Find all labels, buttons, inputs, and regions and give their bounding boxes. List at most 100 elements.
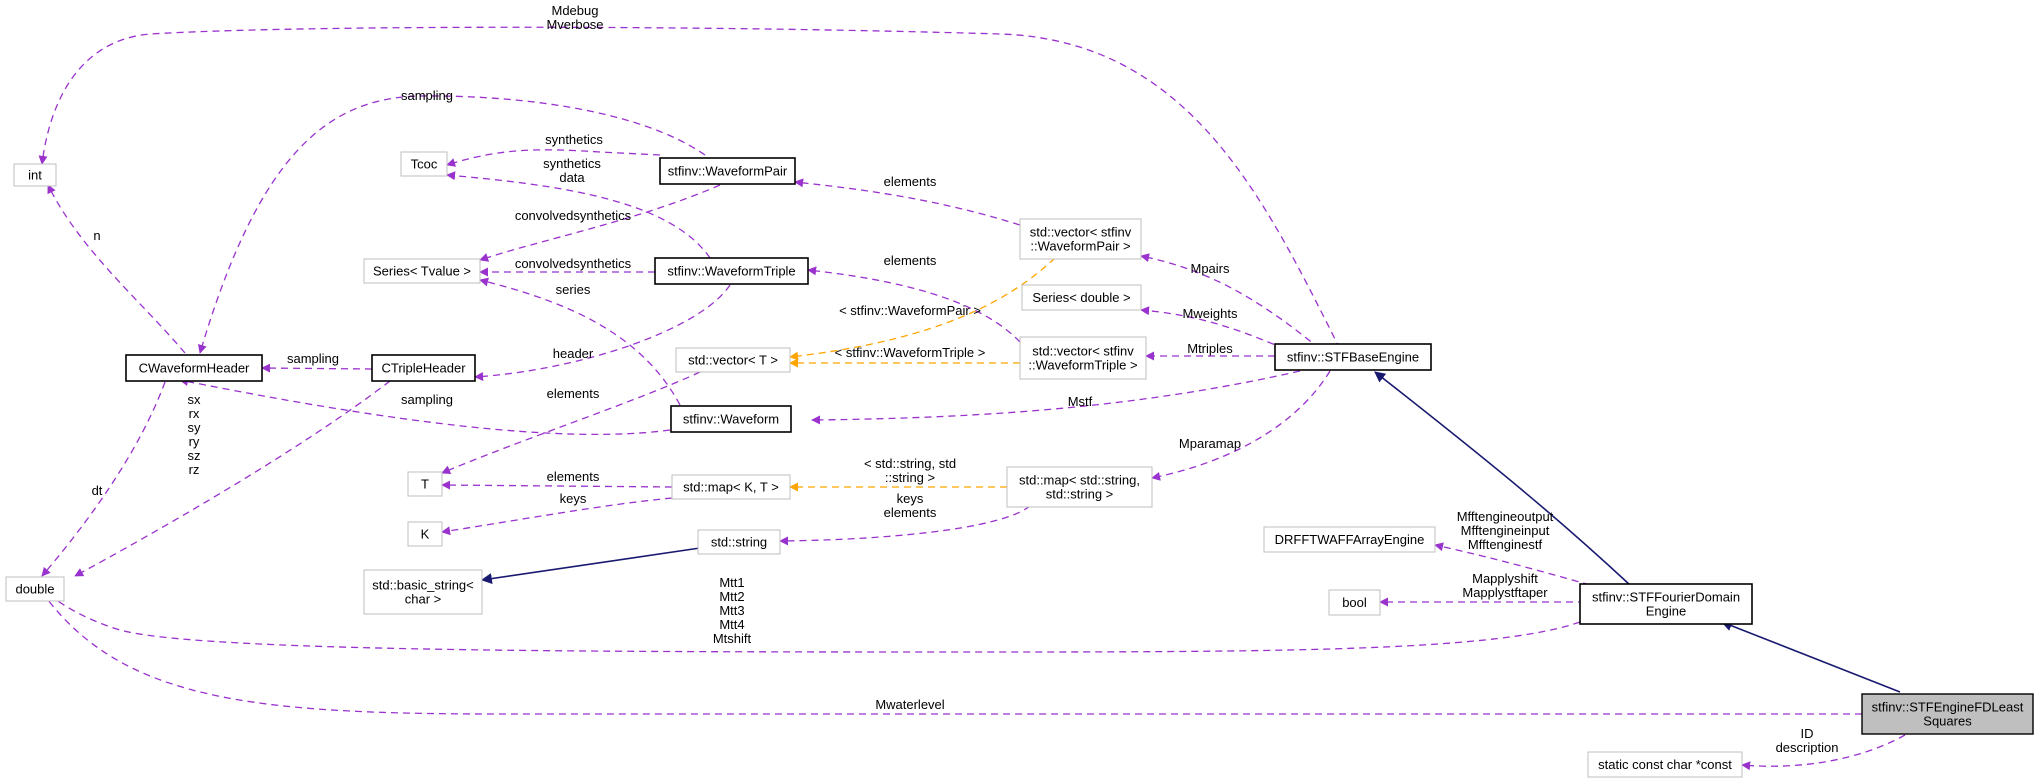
edge-fdleast-double: [41, 591, 1862, 715]
label-mfft-line: Mfftengineoutput: [1457, 509, 1554, 524]
label-mfft-line: Mfftengineinput: [1461, 523, 1550, 538]
label-tpl-pair: < stfinv::WaveformPair >: [839, 303, 981, 318]
node-waveformtriple-label: stfinv::WaveformTriple: [667, 264, 795, 279]
node-stfbase[interactable]: stfinv::STFBaseEngine: [1274, 343, 1432, 371]
node-bool[interactable]: bool: [1328, 589, 1381, 616]
node-map-ss-box: [1006, 466, 1153, 508]
edge-cwaveformheader-int: [47, 184, 186, 354]
node-double[interactable]: double: [5, 576, 65, 602]
node-k-box: [407, 521, 443, 547]
label-sx-line: sz: [188, 448, 201, 463]
label-n: n: [93, 228, 100, 243]
edge-string-basicstring: [480, 547, 701, 585]
node-drfft[interactable]: DRFFTWAFFArrayEngine: [1263, 526, 1436, 553]
node-t-label: T: [421, 477, 429, 492]
node-string-label: std::string: [711, 535, 767, 550]
node-cwaveformheader[interactable]: CWaveformHeader: [125, 354, 263, 382]
node-vector-t[interactable]: std::vector< T >: [675, 347, 791, 373]
edge-stfbase-seriesdouble: [1140, 306, 1286, 350]
edge-ctripleheader-cwaveformheader: [261, 363, 373, 373]
label-elements-pair-line: elements: [884, 174, 937, 189]
label-elements-vec-line: elements: [547, 386, 600, 401]
label-mapply-line: Mapplystftaper: [1462, 585, 1548, 600]
node-vec-pair-label: std::vector< stfinv: [1030, 225, 1132, 240]
node-vec-pair-box: [1019, 218, 1142, 260]
node-tcoc[interactable]: Tcoc: [400, 151, 448, 177]
label-header: header: [553, 346, 594, 361]
label-mpairs-line: Mpairs: [1190, 261, 1230, 276]
node-string[interactable]: std::string: [697, 529, 781, 555]
edge-vecpair-vectort: [789, 257, 1056, 361]
label-mapply-line: Mapplyshift: [1472, 571, 1538, 586]
node-basic-string[interactable]: std::basic_string<char >: [363, 569, 483, 615]
edge-waveformpair-series: [479, 184, 721, 262]
node-t-box: [407, 471, 443, 497]
node-cwaveformheader-label: CWaveformHeader: [139, 361, 250, 376]
node-static-char[interactable]: static const char *const: [1587, 751, 1743, 778]
label-series: series: [556, 282, 591, 297]
edge-stfbase-vecpair: [1140, 253, 1321, 350]
label-dt-line: dt: [92, 483, 103, 498]
label-sampling-wf-line: sampling: [401, 392, 453, 407]
edge-waveformtriple-tcoc: [446, 171, 711, 259]
node-vec-triple-box: [1019, 336, 1147, 380]
node-map-ss[interactable]: std::map< std::string,std::string >: [1006, 466, 1153, 508]
node-int[interactable]: int: [13, 163, 57, 187]
label-series-line: series: [556, 282, 591, 297]
label-mwater-line: Mwaterlevel: [875, 697, 944, 712]
node-series-double[interactable]: Series< double >: [1021, 284, 1142, 311]
label-elements-triple: elements: [884, 253, 937, 268]
label-tpl-map-line: < std::string, std: [864, 456, 956, 471]
node-ctripleheader-box: [371, 354, 476, 382]
label-tpl-triple: < stfinv::WaveformTriple >: [835, 345, 986, 360]
node-waveformtriple[interactable]: stfinv::WaveformTriple: [654, 257, 809, 285]
label-mtt-line: Mtt1: [719, 575, 744, 590]
label-mstf-line: Mstf: [1068, 394, 1093, 409]
node-t[interactable]: T: [407, 471, 443, 497]
label-sampling-top-line: sampling: [401, 88, 453, 103]
label-mstf: Mstf: [1068, 394, 1093, 409]
node-series-tvalue[interactable]: Series< Tvalue >: [363, 258, 481, 284]
label-mtt-line: Mtt4: [719, 617, 744, 632]
node-vec-triple[interactable]: std::vector< stfinv::WaveformTriple >: [1019, 336, 1147, 380]
label-mtriples-line: Mtriples: [1187, 341, 1233, 356]
edge-mapkt-t: [441, 480, 673, 490]
label-mwater: Mwaterlevel: [875, 697, 944, 712]
label-n-line: n: [93, 228, 100, 243]
label-sx-line: ry: [189, 434, 200, 449]
node-drfft-label: DRFFTWAFFArrayEngine: [1275, 532, 1425, 547]
edge-fourier-stfbase: [1374, 371, 1631, 586]
label-mweights-line: Mweights: [1183, 306, 1238, 321]
node-waveform[interactable]: stfinv::Waveform: [670, 405, 792, 433]
node-waveformpair-box: [659, 157, 796, 185]
edge-waveformpair-tcoc: [446, 149, 661, 167]
node-ctripleheader[interactable]: CTripleHeader: [371, 354, 476, 382]
node-k[interactable]: K: [407, 521, 443, 547]
label-mdebug-line: Mverbose: [546, 17, 603, 32]
node-waveform-label: stfinv::Waveform: [683, 412, 779, 427]
label-sampling-ct: sampling: [287, 351, 339, 366]
label-mfft-line: Mfftenginestf: [1468, 537, 1543, 552]
node-vec-pair[interactable]: std::vector< stfinv::WaveformPair >: [1019, 218, 1142, 260]
node-stfbase-box: [1274, 343, 1432, 371]
node-cwaveformheader-box: [125, 354, 263, 382]
label-dt: dt: [92, 483, 103, 498]
node-waveformpair[interactable]: stfinv::WaveformPair: [659, 157, 796, 185]
edge-mapkt-k: [441, 497, 673, 536]
node-string-box: [697, 529, 781, 555]
node-series-tvalue-box: [363, 258, 481, 284]
label-sampling-ct-line: sampling: [287, 351, 339, 366]
node-vector-t-box: [675, 347, 791, 373]
node-static-char-label: static const char *const: [1598, 757, 1732, 772]
label-id-desc-line: description: [1776, 740, 1839, 755]
label-mtriples: Mtriples: [1187, 341, 1233, 356]
node-map-kt[interactable]: std::map< K, T >: [671, 474, 791, 500]
label-keys-elements-line: keys: [897, 491, 924, 506]
